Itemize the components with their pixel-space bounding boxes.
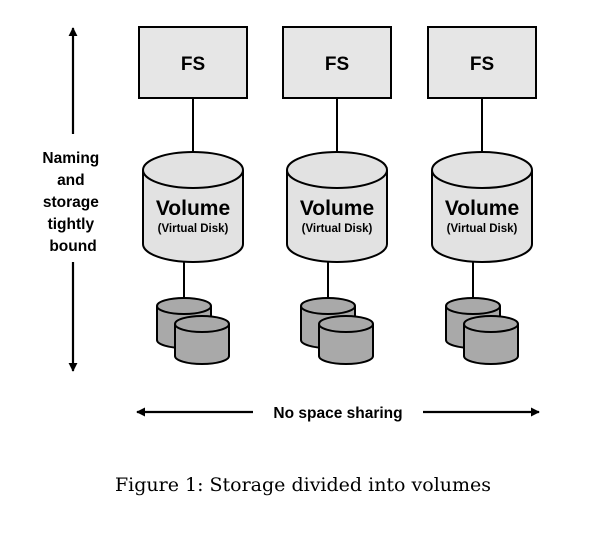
side-label-line: tightly [48,216,95,233]
side-label-line: Naming [42,150,99,167]
volume-label: Volume [445,197,519,220]
volume-sublabel: (Virtual Disk) [302,223,373,235]
disk-front [174,315,230,365]
side-label-line: and [57,172,85,189]
volume-cylinder [286,151,388,263]
fs-label: FS [181,54,205,75]
figure-caption: Figure 1: Storage divided into volumes [114,474,492,496]
side-label: Naming and storage tightly bound [42,150,103,255]
bottom-label: No space sharing [273,405,402,422]
fs-box [282,26,392,99]
storage-stack-2: FS Volume (Virtual Disk) [282,26,392,365]
side-label-line: bound [49,238,96,255]
fs-box [427,26,537,99]
fs-label: FS [325,54,349,75]
volume-cylinder [142,151,244,263]
volume-sublabel: (Virtual Disk) [158,223,229,235]
volume-cylinder [431,151,533,263]
storage-stack-1: FS Volume (Virtual Disk) [138,26,248,365]
volume-label: Volume [156,197,230,220]
fs-box [138,26,248,99]
disk-front [318,315,374,365]
volume-sublabel: (Virtual Disk) [447,223,518,235]
side-label-line: storage [43,194,99,211]
storage-stack-3: FS Volume (Virtual Disk) [427,26,537,365]
volume-label: Volume [300,197,374,220]
disk-front [463,315,519,365]
fs-label: FS [470,54,494,75]
